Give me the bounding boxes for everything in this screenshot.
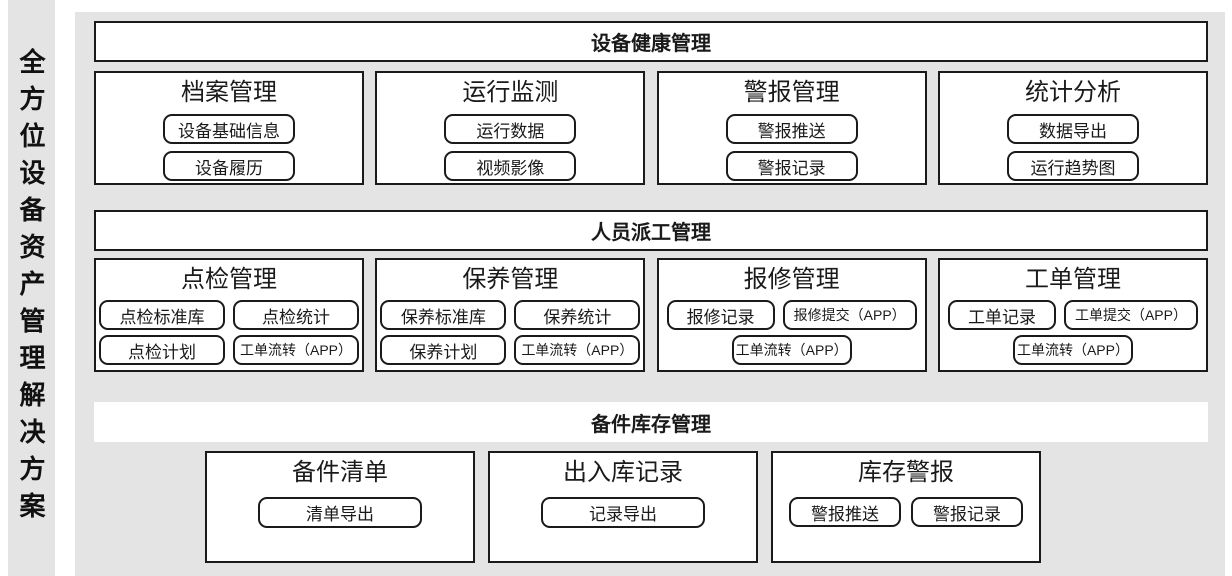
- group-inventory-alarm: 库存警报 警报推送 警报记录: [771, 451, 1041, 563]
- group-title: 点检管理: [181, 266, 277, 293]
- pill-list-export: 清单导出: [258, 497, 422, 528]
- pill-operation-data: 运行数据: [444, 114, 577, 144]
- pill-alarm-records: 警报记录: [725, 151, 858, 181]
- pill-video-imaging: 视频影像: [444, 151, 577, 181]
- group-in-out-warehouse-records: 出入库记录 记录导出: [488, 451, 758, 563]
- pill-stack: 运行数据 视频影像: [444, 114, 577, 181]
- pill-row: 报修记录 报修提交（APP）: [666, 300, 917, 330]
- section-header-equipment-health: 设备健康管理: [94, 21, 1208, 62]
- group-title: 备件清单: [292, 459, 388, 486]
- group-workorder-management: 工单管理 工单记录 工单提交（APP） 工单流转（APP）: [937, 258, 1208, 372]
- pill-row: 工单流转（APP）: [731, 335, 852, 365]
- pill-row: 警报推送 警报记录: [789, 497, 1023, 527]
- section-header-personnel-dispatch: 人员派工管理: [94, 210, 1208, 251]
- pill-alarm-push: 警报推送: [789, 497, 901, 527]
- pill-alarm-records: 警报记录: [911, 497, 1023, 527]
- pill-equipment-basic-info: 设备基础信息: [163, 114, 295, 144]
- pill-inspection-statistics: 点检统计: [233, 300, 359, 330]
- pill-workorder-flow-app: 工单流转（APP）: [1012, 335, 1133, 365]
- equipment-health-groups: 档案管理 设备基础信息 设备履历 运行监测 运行数据 视频影像 警报管理 警报推…: [94, 71, 1208, 185]
- pill-repair-records: 报修记录: [666, 300, 775, 330]
- pill-row: 清单导出: [258, 497, 422, 528]
- pill-row: 保养计划 工单流转（APP）: [380, 335, 641, 365]
- group-title: 报修管理: [743, 266, 840, 293]
- group-title: 运行监测: [462, 79, 559, 106]
- pill-stack: 警报推送 警报记录: [725, 114, 858, 181]
- pill-stack: 设备基础信息 设备履历: [163, 114, 295, 181]
- pill-workorder-submit-app: 工单提交（APP）: [1063, 300, 1198, 330]
- group-alarm-management: 警报管理 警报推送 警报记录: [656, 71, 927, 185]
- pill-inspection-standard-library: 点检标准库: [99, 300, 225, 330]
- solution-title: 全方位设备资产管理解决方案: [16, 47, 46, 529]
- pill-record-export: 记录导出: [541, 497, 705, 528]
- pill-row: 工单流转（APP）: [1012, 335, 1133, 365]
- group-title: 出入库记录: [563, 459, 683, 486]
- group-title: 档案管理: [181, 79, 277, 106]
- pill-inspection-plan: 点检计划: [99, 335, 225, 365]
- diagram-panel: 设备健康管理 档案管理 设备基础信息 设备履历 运行监测 运行数据 视频影像 警…: [75, 12, 1225, 576]
- pill-workorder-records: 工单记录: [947, 300, 1056, 330]
- pill-stack: 数据导出 运行趋势图: [1006, 114, 1139, 181]
- pill-equipment-history: 设备履历: [163, 151, 295, 181]
- group-inspection-management: 点检管理 点检标准库 点检统计 点检计划 工单流转（APP）: [94, 258, 364, 372]
- pill-repair-submit-app: 报修提交（APP）: [782, 300, 917, 330]
- group-title: 警报管理: [743, 79, 840, 106]
- pill-row: 记录导出: [541, 497, 705, 528]
- pill-maintenance-plan: 保养计划: [380, 335, 507, 365]
- pill-workorder-flow-app: 工单流转（APP）: [514, 335, 641, 365]
- pill-row: 工单记录 工单提交（APP）: [947, 300, 1198, 330]
- group-spare-parts-list: 备件清单 清单导出: [205, 451, 475, 563]
- pill-maintenance-statistics: 保养统计: [514, 300, 641, 330]
- pill-maintenance-standard-library: 保养标准库: [380, 300, 507, 330]
- pill-operation-trend-chart: 运行趋势图: [1006, 151, 1139, 181]
- pill-row: 保养标准库 保养统计: [380, 300, 641, 330]
- group-title: 统计分析: [1024, 79, 1121, 106]
- group-statistics-analysis: 统计分析 数据导出 运行趋势图: [937, 71, 1208, 185]
- section-header-spare-parts-inventory: 备件库存管理: [94, 402, 1208, 442]
- group-maintenance-management: 保养管理 保养标准库 保养统计 保养计划 工单流转（APP）: [375, 258, 646, 372]
- personnel-dispatch-groups: 点检管理 点检标准库 点检统计 点检计划 工单流转（APP） 保养管理 保养标准…: [94, 258, 1208, 372]
- group-title: 保养管理: [462, 266, 559, 293]
- pill-data-export: 数据导出: [1006, 114, 1139, 144]
- group-title: 工单管理: [1024, 266, 1121, 293]
- left-title-banner: 全方位设备资产管理解决方案: [8, 0, 55, 576]
- pill-row: 点检标准库 点检统计: [99, 300, 359, 330]
- spare-parts-groups: 备件清单 清单导出 出入库记录 记录导出 库存警报 警报推送 警报记录: [205, 451, 1041, 563]
- pill-alarm-push: 警报推送: [725, 114, 858, 144]
- pill-workorder-flow-app: 工单流转（APP）: [233, 335, 359, 365]
- group-archive-management: 档案管理 设备基础信息 设备履历: [94, 71, 364, 185]
- group-repair-request-management: 报修管理 报修记录 报修提交（APP） 工单流转（APP）: [656, 258, 927, 372]
- pill-row: 点检计划 工单流转（APP）: [99, 335, 359, 365]
- group-title: 库存警报: [858, 459, 954, 486]
- group-operation-monitoring: 运行监测 运行数据 视频影像: [375, 71, 646, 185]
- pill-workorder-flow-app: 工单流转（APP）: [731, 335, 852, 365]
